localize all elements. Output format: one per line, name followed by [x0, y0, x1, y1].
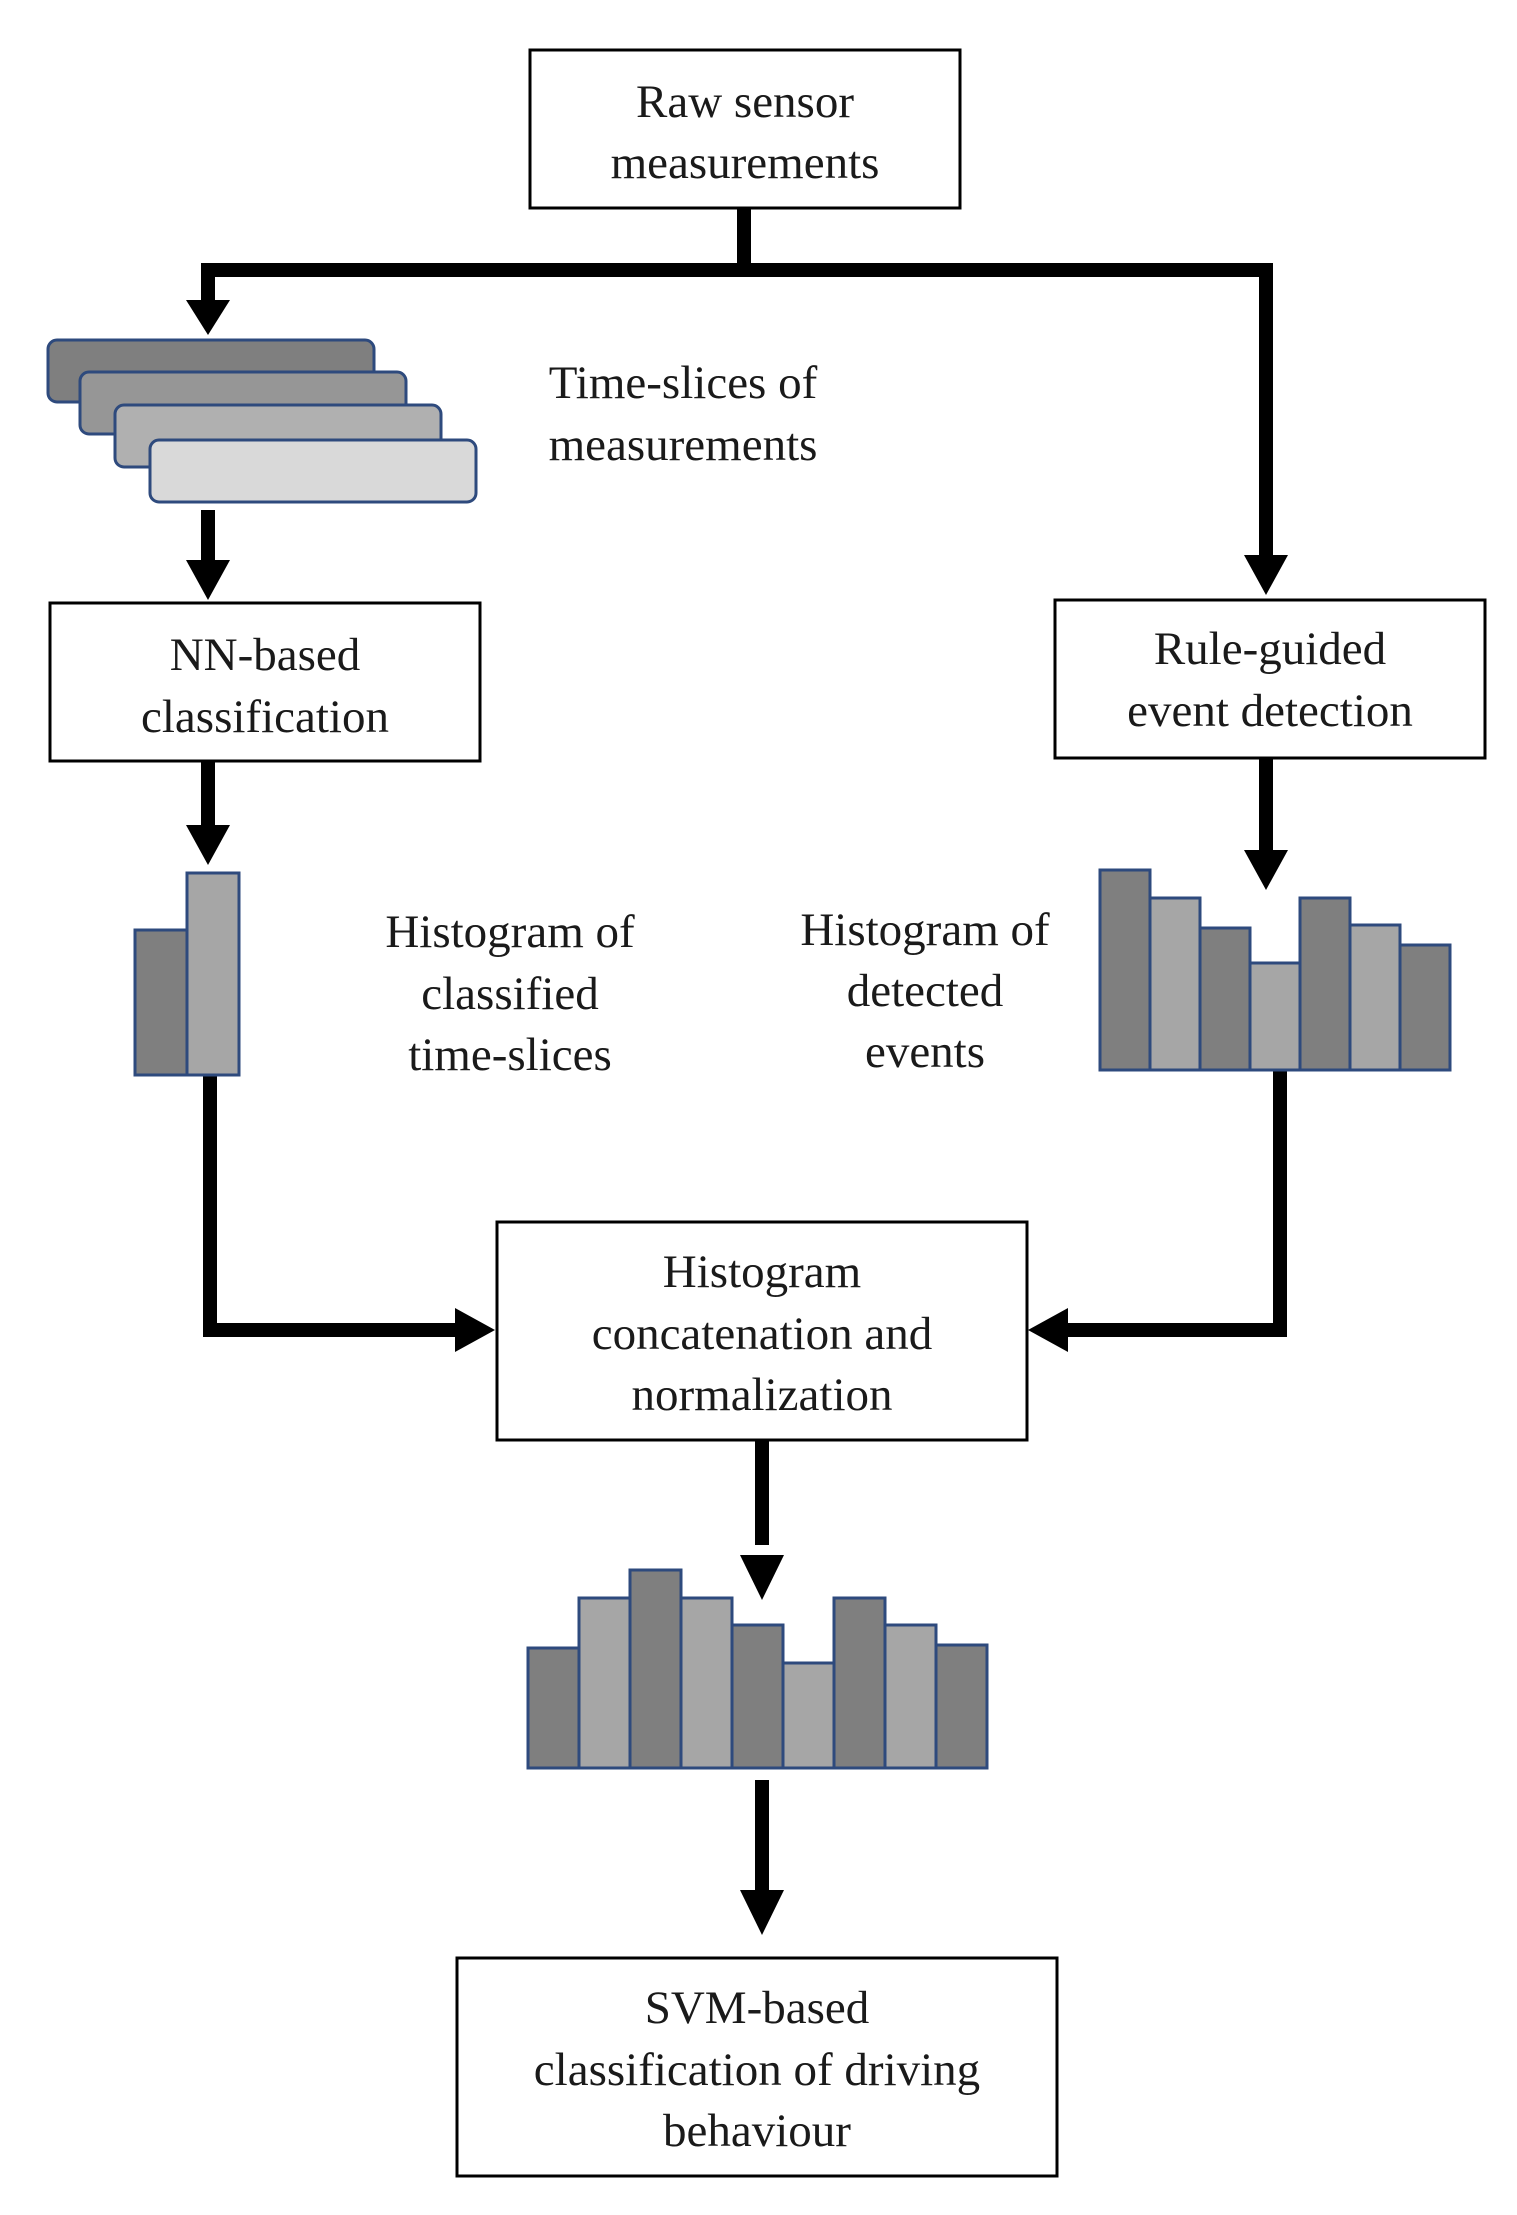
- time-slice-4: [148, 438, 478, 504]
- hist-combined-bar: [526, 1646, 581, 1770]
- hist-events-bar: [1248, 961, 1302, 1072]
- histogram-events: [1098, 868, 1452, 1072]
- raw-sensor-box: Raw sensor measurements: [528, 48, 962, 210]
- hist-events-line-3: events: [865, 1026, 985, 1078]
- connector-histnn-to-concat: [203, 1075, 455, 1337]
- hist-events-bar: [1198, 926, 1252, 1072]
- hist-classified-line-1: Histogram of: [385, 906, 635, 958]
- arrowhead-down-rule: [1244, 555, 1288, 595]
- hist-combined-bar: [730, 1623, 785, 1770]
- time-slices-label-line-1: Time-slices of: [549, 357, 818, 409]
- hist-events-line-2: detected: [847, 965, 1004, 1017]
- hist-classified-label: Histogram of classified time-slices: [385, 906, 635, 1081]
- arrowhead-right-concat: [455, 1308, 495, 1352]
- hist-combined-bar: [934, 1643, 989, 1770]
- arrowheads: [186, 300, 1288, 1935]
- hist-combined-bar: [781, 1661, 836, 1770]
- histogram-classified: [133, 871, 241, 1077]
- rule-line-1: Rule-guided: [1154, 623, 1386, 675]
- connector-raw-to-slices: [201, 263, 744, 300]
- hist-combined-bar: [883, 1623, 938, 1770]
- nn-classification-box: NN-based classification: [48, 601, 482, 763]
- connectors: [201, 208, 1287, 1895]
- time-slices-stack: [46, 338, 478, 504]
- hist-combined-bar: [577, 1596, 632, 1770]
- hist-classified-line-2: classified: [421, 968, 599, 1020]
- concat-line-1: Histogram: [663, 1246, 861, 1298]
- concat-line-2: concatenation and: [592, 1308, 933, 1360]
- arrowhead-down-hist-events: [1244, 850, 1288, 890]
- connector-raw-to-rule: [744, 263, 1273, 555]
- raw-sensor-line-1: Raw sensor: [636, 76, 854, 128]
- rule-line-2: event detection: [1127, 685, 1413, 737]
- hist-combined-bar: [628, 1568, 683, 1770]
- concatenation-box: Histogram concatenation and normalizatio…: [495, 1220, 1029, 1442]
- time-slices-label-line-2: measurements: [549, 419, 818, 471]
- hist-events-line-1: Histogram of: [800, 904, 1050, 956]
- connector-histevents-to-concat: [1065, 1070, 1287, 1337]
- raw-sensor-line-2: measurements: [611, 137, 880, 189]
- svm-line-3: behaviour: [663, 2105, 851, 2157]
- svm-line-2: classification of driving: [534, 2044, 980, 2096]
- hist-events-bar: [1098, 868, 1152, 1072]
- arrowhead-down-slices: [186, 300, 230, 335]
- nn-line-2: classification: [141, 691, 389, 743]
- hist-events-bar: [1148, 896, 1202, 1072]
- arrowhead-down-nn: [186, 560, 230, 600]
- arrowhead-down-combined: [740, 1555, 784, 1600]
- svm-line-1: SVM-based: [645, 1982, 870, 2034]
- hist-events-bar: [1398, 943, 1452, 1072]
- histogram-combined: [526, 1568, 989, 1770]
- arrowhead-down-hist-nn: [186, 825, 230, 865]
- hist-combined-bar: [679, 1596, 734, 1770]
- concat-line-3: normalization: [631, 1369, 892, 1421]
- hist-classified-bar: [133, 928, 189, 1077]
- hist-events-bar: [1298, 896, 1352, 1072]
- rule-detection-box: Rule-guided event detection: [1053, 598, 1487, 760]
- arrowhead-left-concat: [1028, 1308, 1068, 1352]
- hist-events-bar: [1348, 923, 1402, 1072]
- time-slices-label: Time-slices of measurements: [549, 357, 818, 471]
- svm-classification-box: SVM-based classification of driving beha…: [455, 1956, 1059, 2178]
- hist-classified-bar: [185, 871, 241, 1077]
- hist-combined-bar: [832, 1596, 887, 1770]
- hist-events-label: Histogram of detected events: [800, 904, 1050, 1078]
- arrowhead-down-svm: [740, 1890, 784, 1935]
- nn-line-1: NN-based: [170, 629, 361, 681]
- hist-classified-line-3: time-slices: [408, 1029, 612, 1081]
